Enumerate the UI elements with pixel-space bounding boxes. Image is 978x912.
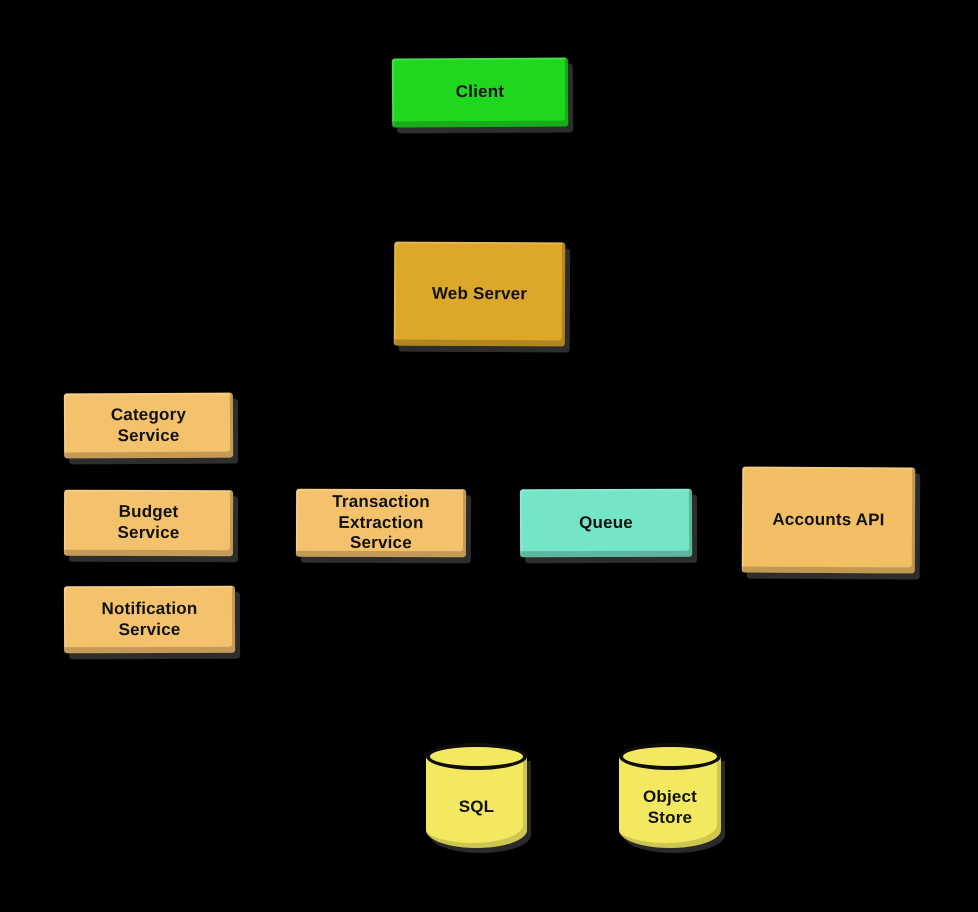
node-notification-service: Notification Service (63, 585, 236, 654)
node-object-store-label: Object Store (642, 786, 698, 827)
node-sql-label: SQL (458, 797, 495, 817)
node-object-store-database: Object Store (619, 743, 721, 848)
node-queue: Queue (519, 488, 693, 558)
node-sql-database: SQL (426, 743, 527, 848)
node-web-server-label: Web Server (431, 283, 528, 303)
node-client-label: Client (455, 81, 505, 102)
node-queue-label: Queue (579, 512, 633, 532)
node-category-service: Category Service (63, 392, 234, 459)
node-transaction-extraction-service-label: Transaction Extraction Service (332, 491, 430, 553)
cylinder-body (426, 756, 527, 848)
node-accounts-api-label: Accounts API (772, 509, 885, 529)
node-category-service-label: Category Service (110, 404, 187, 445)
node-notification-service-label: Notification Service (101, 598, 198, 639)
node-web-server: Web Server (393, 241, 566, 347)
node-budget-service: Budget Service (63, 489, 234, 557)
node-client: Client (391, 57, 569, 128)
cylinder-body (619, 756, 721, 848)
cylinder-top-ellipse (426, 743, 527, 770)
node-accounts-api: Accounts API (741, 466, 916, 574)
node-budget-service-label: Budget Service (117, 502, 180, 543)
node-transaction-extraction-service: Transaction Extraction Service (295, 488, 467, 558)
cylinder-top-ellipse (619, 743, 721, 770)
